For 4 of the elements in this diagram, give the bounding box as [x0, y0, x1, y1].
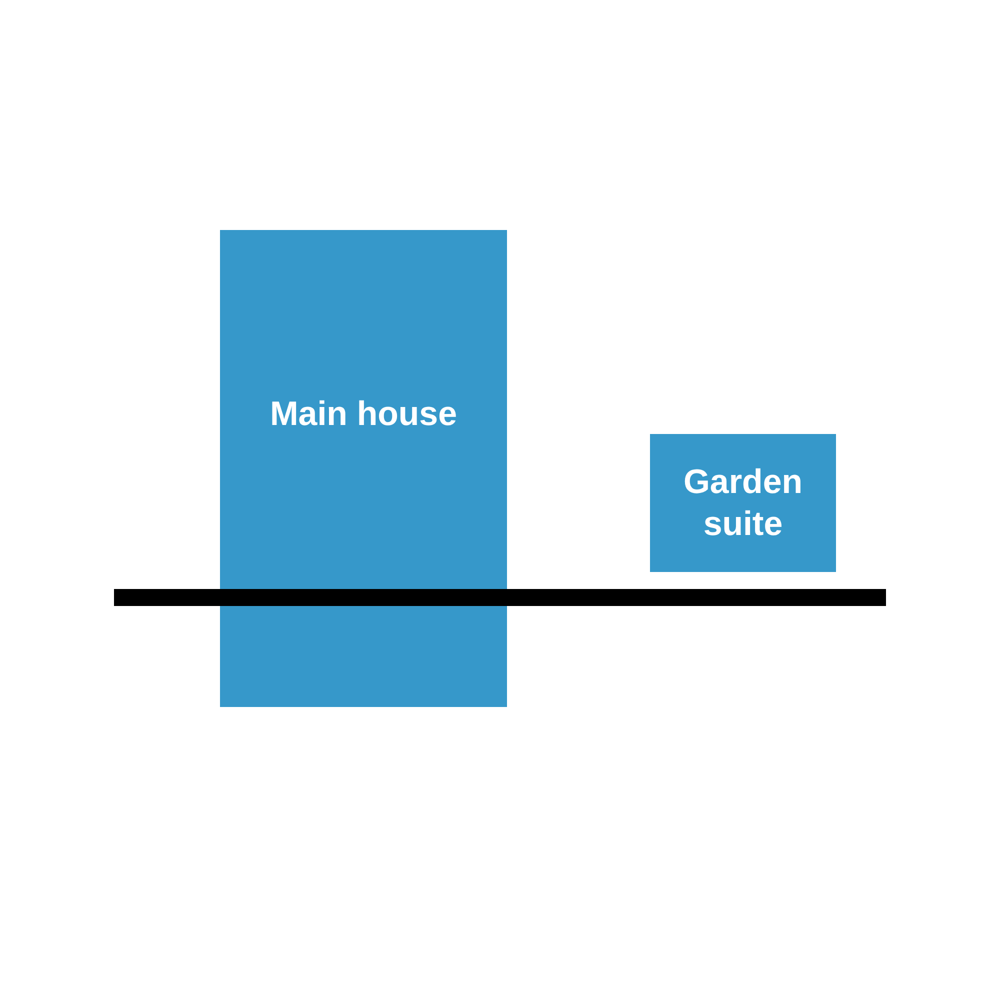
building-block: [220, 230, 507, 707]
building-block: [650, 434, 836, 572]
building-label: Main house: [270, 394, 458, 434]
building-label: Garden suite: [682, 462, 804, 545]
